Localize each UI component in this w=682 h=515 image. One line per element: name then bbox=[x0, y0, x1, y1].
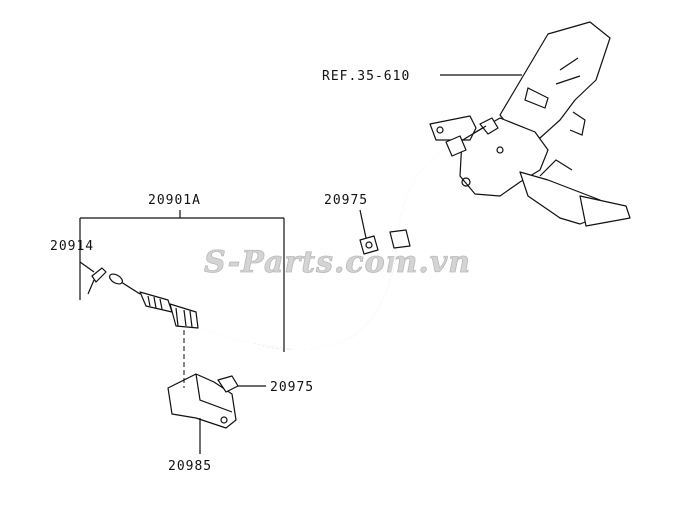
leader-cable bbox=[79, 210, 285, 352]
clip-upper-20975 bbox=[359, 235, 379, 255]
pedal-assembly bbox=[429, 21, 631, 227]
pin-20914 bbox=[87, 267, 107, 295]
label-bracket: 20985 bbox=[168, 459, 212, 474]
leader-clip-upper bbox=[359, 209, 367, 239]
label-cable: 20901A bbox=[148, 193, 201, 208]
leader-pin bbox=[79, 261, 95, 273]
label-nut-lower: 20975 bbox=[270, 380, 314, 395]
cable-assembly bbox=[109, 125, 487, 350]
bracket-20985 bbox=[167, 373, 239, 429]
label-clip-upper: 20975 bbox=[324, 193, 368, 208]
watermark-text: S-Parts.com.vn bbox=[204, 245, 471, 280]
label-pin: 20914 bbox=[50, 239, 94, 254]
label-ref: REF.35-610 bbox=[322, 69, 410, 84]
